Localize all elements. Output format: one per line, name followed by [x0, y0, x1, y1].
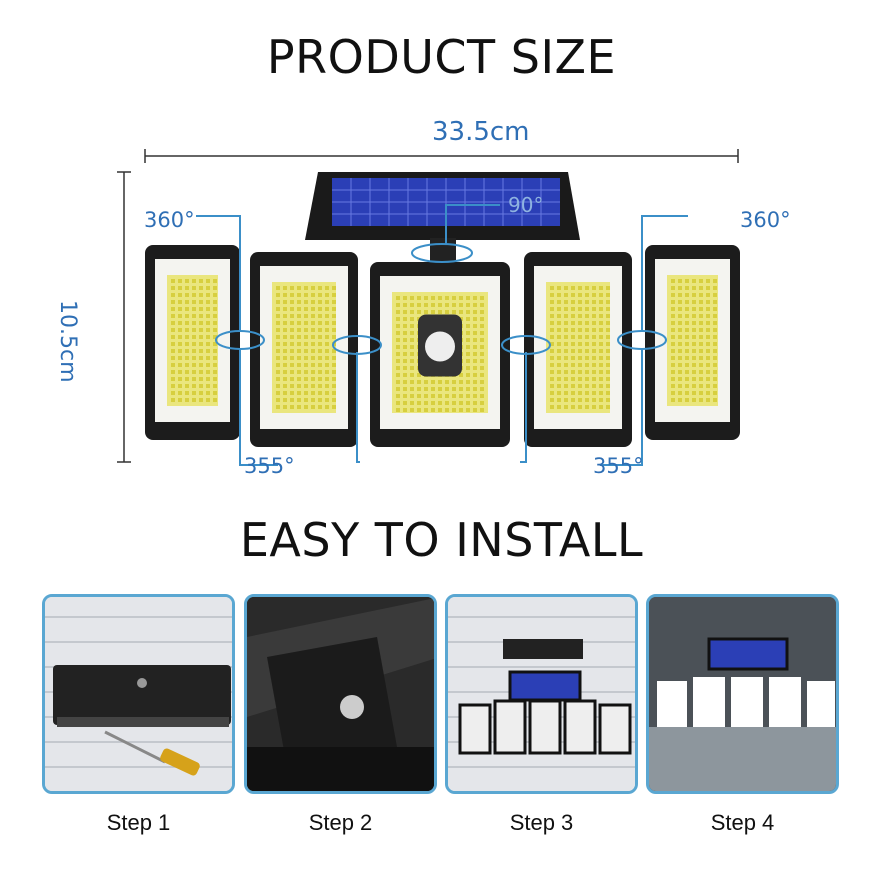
angle-right-label: 360°	[740, 208, 791, 232]
height-label: 10.5cm	[55, 300, 80, 383]
angle-bottom-right-label: 355°	[593, 454, 644, 478]
step-2-label: Step 2	[308, 810, 373, 835]
step-1-image	[42, 594, 235, 794]
step-1-label: Step 1	[106, 810, 171, 835]
light-head-5	[645, 245, 740, 440]
step-4-image	[646, 594, 839, 794]
product-diagram	[117, 149, 740, 466]
rotation-indicators	[196, 204, 688, 466]
product-size-title: PRODUCT SIZE	[266, 30, 617, 84]
width-label: 33.5cm	[432, 117, 530, 147]
step-2-image	[244, 594, 437, 794]
light-head-1	[145, 245, 240, 440]
step-3-image	[445, 594, 638, 794]
angle-left-label: 360°	[144, 208, 195, 232]
angle-bottom-left-label: 355°	[244, 454, 295, 478]
step-4-label: Step 4	[710, 810, 775, 835]
light-head-2	[250, 252, 358, 447]
step-3-label: Step 3	[509, 810, 574, 835]
light-head-3	[370, 262, 510, 447]
angle-top-label: 90°	[508, 193, 544, 217]
solar-panel	[305, 172, 580, 264]
light-head-4	[524, 252, 632, 447]
easy-to-install-title: EASY TO INSTALL	[239, 513, 644, 567]
